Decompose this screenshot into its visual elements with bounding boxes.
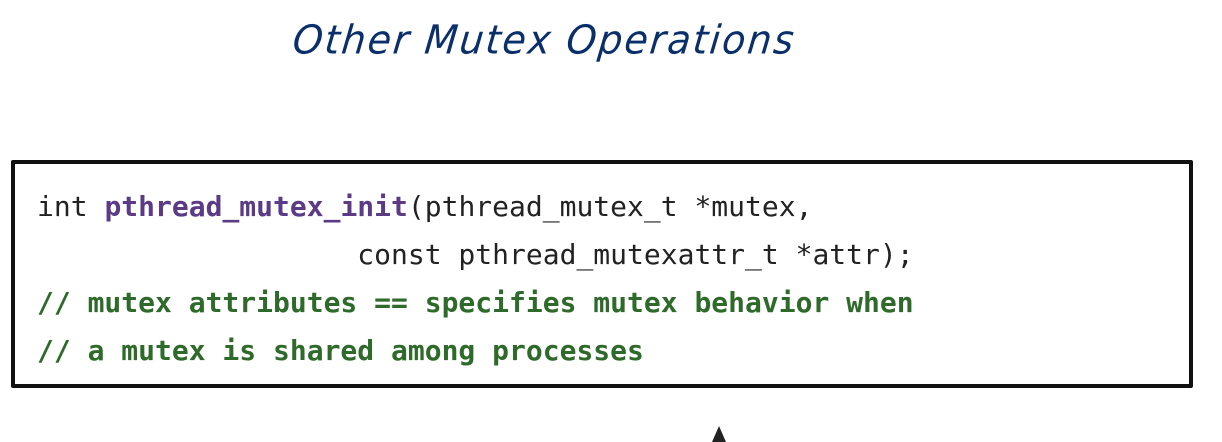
parameter-list-start: (pthread_mutex_t *mutex, <box>407 190 813 223</box>
return-type: int <box>37 190 105 223</box>
code-comment-line: // mutex attributes == specifies mutex b… <box>37 286 914 319</box>
code-line-signature: int pthread_mutex_init(pthread_mutex_t *… <box>37 190 812 224</box>
mouse-cursor-icon <box>712 426 726 442</box>
function-name: pthread_mutex_init <box>104 190 408 223</box>
slide-title: Other Mutex Operations <box>290 16 799 64</box>
code-comment-line: // a mutex is shared among processes <box>37 334 644 367</box>
code-line-parameter: const pthread_mutexattr_t *attr); <box>37 238 914 271</box>
code-block: int pthread_mutex_init(pthread_mutex_t *… <box>11 160 1193 388</box>
